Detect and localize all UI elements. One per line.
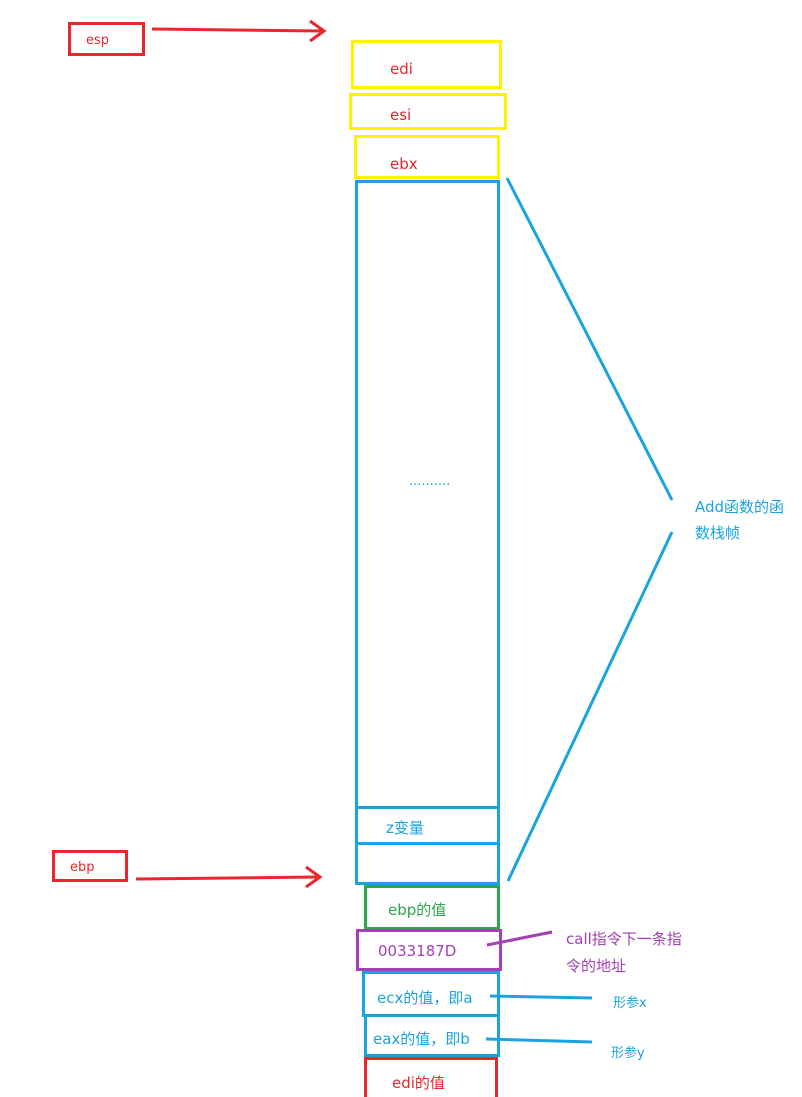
stack-slot-ebp-value <box>364 885 500 930</box>
call-annotation-line2: 令的地址 <box>566 957 627 975</box>
edi-label: edi <box>390 60 413 78</box>
z-var-label: z变量 <box>386 819 424 837</box>
call-pointer-line <box>486 930 553 947</box>
esi-label: esi <box>390 106 412 124</box>
esp-label: esp <box>86 33 110 48</box>
frame-brace-upper <box>505 177 674 501</box>
stack-slot-return-address <box>356 929 502 971</box>
param-y-line <box>485 1037 593 1044</box>
stack-slot-empty <box>355 842 500 885</box>
stack-slot-ebx <box>354 135 500 179</box>
ebp-label: ebp <box>70 860 95 875</box>
param-y-label: 形参y <box>611 1046 645 1061</box>
stack-slot-edi-value <box>364 1057 498 1097</box>
ebp-value-label: ebp的值 <box>388 901 447 919</box>
ebp-arrow <box>135 865 323 889</box>
frame-dots: .......... <box>409 474 451 489</box>
param-x-label: 形参x <box>613 996 647 1011</box>
ebp-register-box <box>52 850 128 882</box>
eax-value-label: eax的值，即b <box>373 1030 470 1048</box>
frame-annotation-line2: 数栈帧 <box>695 524 741 542</box>
stack-slot-esi <box>349 93 507 130</box>
stack-frame-region <box>355 180 500 885</box>
stack-slot-edi <box>351 40 502 89</box>
frame-brace-lower <box>506 531 674 882</box>
param-x-line <box>489 994 593 1000</box>
ebx-label: ebx <box>390 155 418 173</box>
stack-slot-eax-value <box>364 1014 500 1057</box>
esp-arrow <box>151 19 327 43</box>
return-address-label: 0033187D <box>378 942 457 960</box>
esp-register-box <box>68 22 145 56</box>
frame-annotation-line1: Add函数的函 <box>695 498 785 516</box>
ecx-value-label: ecx的值，即a <box>377 989 473 1007</box>
stack-slot-z <box>355 806 500 845</box>
call-annotation-line1: call指令下一条指 <box>566 930 682 948</box>
